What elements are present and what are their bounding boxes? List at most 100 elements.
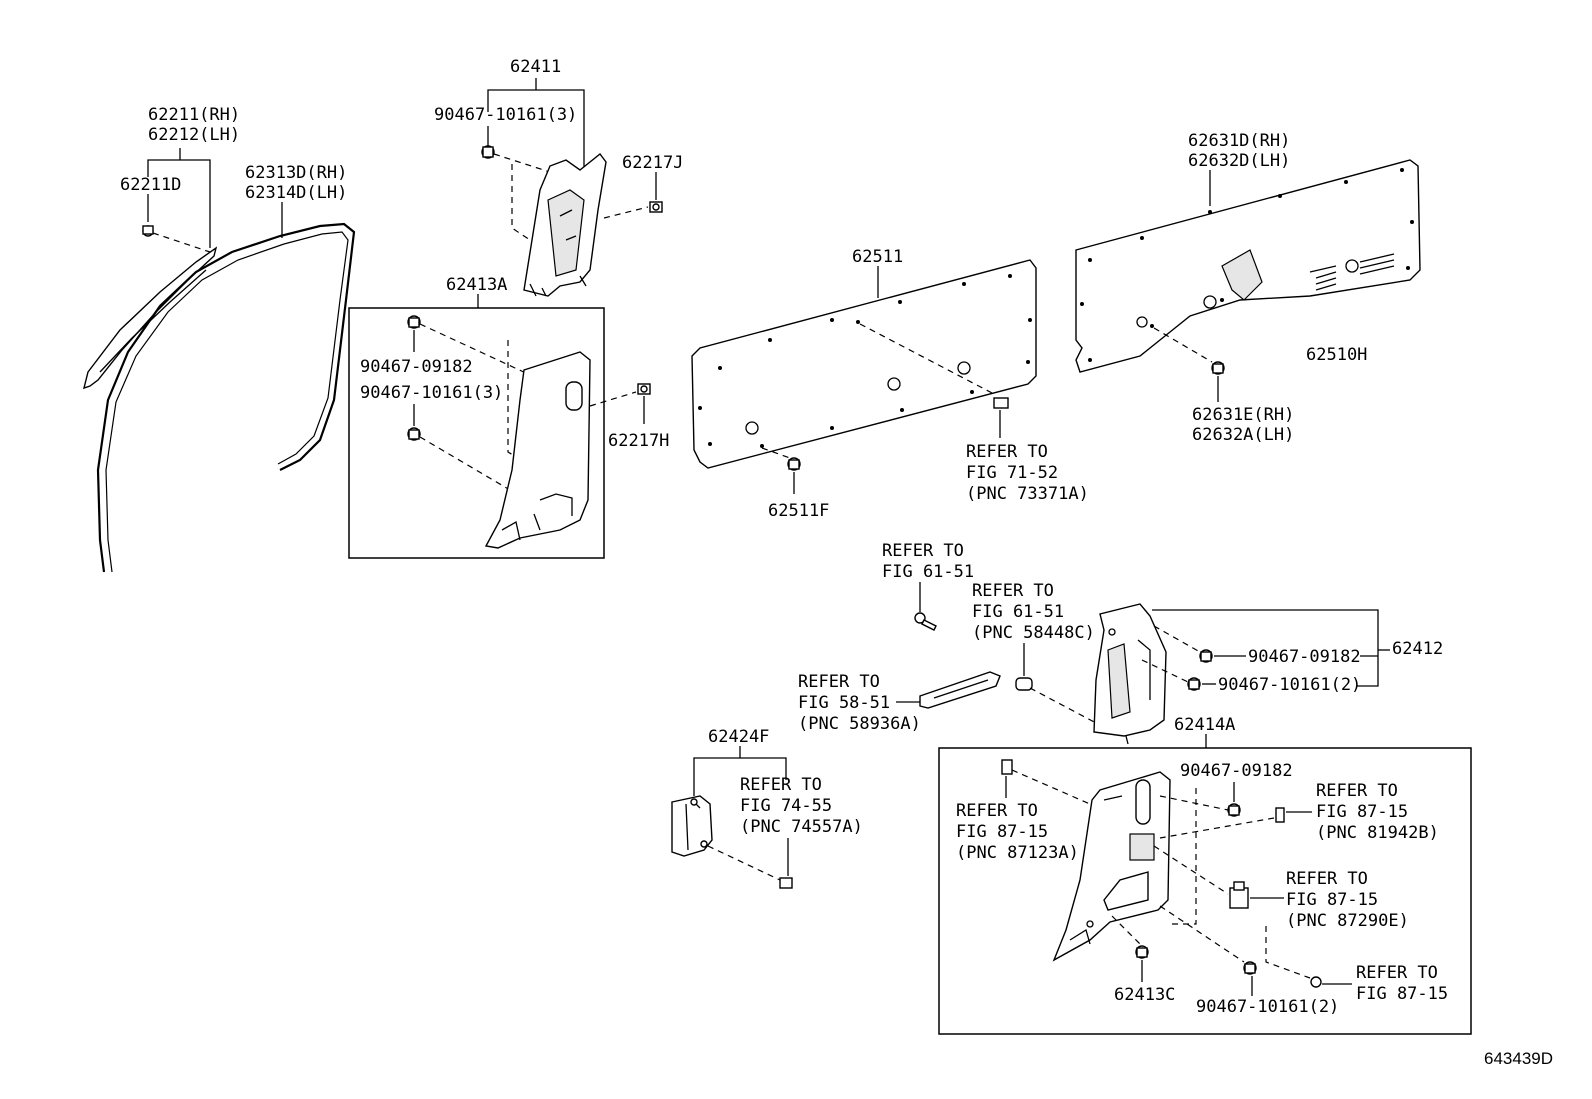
leader-dash — [707, 845, 781, 881]
bolt-6151[interactable] — [914, 612, 937, 631]
leader-dash — [603, 206, 649, 219]
ref-8715a-line2: FIG 87-15 — [956, 822, 1048, 842]
clip-62413C[interactable] — [1135, 945, 1149, 959]
leader-dash — [1153, 327, 1213, 363]
leader-dash — [1159, 905, 1245, 963]
leader-dash — [1172, 788, 1197, 925]
label-62411: 62411 — [510, 57, 561, 77]
ref-5851-line2: FIG 58-51 — [798, 693, 890, 713]
clip-90467-10161-2a[interactable] — [1187, 677, 1201, 691]
leader-dash — [1141, 659, 1189, 683]
leader-dash — [419, 436, 511, 491]
clip-62631E[interactable] — [1211, 361, 1225, 375]
leader-dash — [761, 447, 791, 459]
leader-dash — [1153, 845, 1229, 895]
leader-62412 — [1152, 609, 1379, 687]
door-opening-trim[interactable] — [96, 222, 356, 573]
side-panel-62511[interactable] — [691, 259, 1037, 469]
clip-90467-09182-a[interactable] — [407, 315, 421, 329]
plug-74557a[interactable] — [779, 877, 793, 889]
label-62211: 62211(RH) — [148, 105, 240, 125]
fastener-73371a[interactable] — [993, 397, 1009, 409]
ref-7152-line1: REFER TO — [966, 442, 1048, 462]
label-62511: 62511 — [852, 247, 903, 267]
label-90467-10161-2a: 90467-10161(2) — [1218, 675, 1361, 695]
label-90467-10161-3-top: 90467-10161(3) — [434, 105, 577, 125]
ref-8715d-line1: REFER TO — [1356, 963, 1438, 983]
ref-6151a-line2: FIG 61-51 — [882, 562, 974, 582]
label-62632D: 62632D(LH) — [1188, 151, 1290, 171]
leader-dash — [859, 323, 995, 395]
center-pillar-upper-garnish[interactable] — [523, 153, 607, 297]
ref-8715a-line1: REFER TO — [956, 801, 1038, 821]
inset-box-62414A — [938, 747, 1472, 1035]
clip-62511F[interactable] — [787, 457, 801, 471]
ref-8715c-line2: FIG 87-15 — [1286, 890, 1378, 910]
ref-7455-line3: (PNC 74557A) — [740, 817, 863, 837]
connector-87123a[interactable] — [1001, 759, 1013, 775]
ref-8715b-line1: REFER TO — [1316, 781, 1398, 801]
clip-62217H[interactable] — [637, 383, 651, 395]
leader-62411 — [487, 89, 585, 172]
label-90467-09182-b: 90467-09182 — [1248, 647, 1361, 667]
label-62314D: 62314D(LH) — [245, 183, 347, 203]
handle-58936a[interactable] — [919, 671, 1001, 709]
ref-8715a-line3: (PNC 87123A) — [956, 843, 1079, 863]
leader-dash — [1111, 915, 1141, 945]
ref-7152-line3: (PNC 73371A) — [966, 484, 1089, 504]
ref-8715d-line2: FIG 87-15 — [1356, 984, 1448, 1004]
label-62631D: 62631D(RH) — [1188, 131, 1290, 151]
center-pillar-lower-garnish[interactable] — [484, 351, 591, 549]
bushing-58448c[interactable] — [1015, 677, 1033, 691]
ref-8715b-line2: FIG 87-15 — [1316, 802, 1408, 822]
leader-dash — [1029, 687, 1099, 725]
label-62211D: 62211D — [120, 175, 181, 195]
label-90467-09182-a: 90467-09182 — [360, 357, 473, 377]
inset-box-62413A — [348, 307, 605, 559]
leader-dash — [1159, 817, 1275, 839]
clip-90467-09182-c[interactable] — [1227, 803, 1241, 817]
label-62414A: 62414A — [1174, 715, 1235, 735]
leader-dash — [1153, 625, 1201, 653]
clip-62217J[interactable] — [649, 201, 663, 213]
connector-81942b[interactable] — [1275, 807, 1285, 823]
clip-90467-top[interactable] — [481, 145, 495, 159]
quarter-lower-garnish[interactable] — [1052, 771, 1171, 962]
clip-90467-09182-b[interactable] — [1199, 649, 1213, 663]
ref-8715c-line3: (PNC 87290E) — [1286, 911, 1409, 931]
label-62511F: 62511F — [768, 501, 829, 521]
quarter-trim-panel[interactable] — [1075, 159, 1421, 373]
ref-7455-line1: REFER TO — [740, 775, 822, 795]
back-door-pillar-garnish[interactable] — [1093, 603, 1167, 745]
label-62413A: 62413A — [446, 275, 507, 295]
label-62212: 62212(LH) — [148, 125, 240, 145]
leader-62211 — [147, 159, 211, 248]
leader-dash — [493, 153, 557, 175]
diagram-id: 643439D — [1484, 1049, 1553, 1068]
label-62631E: 62631E(RH) — [1192, 405, 1294, 425]
clip-90467-10161-b[interactable] — [407, 427, 421, 441]
a-pillar-garnish[interactable] — [83, 246, 218, 390]
ref-8715b-line3: (PNC 81942B) — [1316, 823, 1439, 843]
label-90467-10161-3-mid: 90467-10161(3) — [360, 383, 503, 403]
ref-6151b-line1: REFER TO — [972, 581, 1054, 601]
ref-5851-line1: REFER TO — [798, 672, 880, 692]
clip-90467-10161-2b[interactable] — [1243, 961, 1257, 975]
leader-dash — [507, 340, 529, 465]
leader-dash — [1159, 795, 1229, 811]
label-90467-09182-c: 90467-09182 — [1180, 761, 1293, 781]
ref-8715c-line1: REFER TO — [1286, 869, 1368, 889]
leader-dash — [419, 323, 529, 375]
label-62632A: 62632A(LH) — [1192, 425, 1294, 445]
a-pillar-clip[interactable] — [142, 225, 154, 237]
label-62217J: 62217J — [622, 153, 683, 173]
leader-dash — [589, 391, 637, 407]
label-62510H: 62510H — [1306, 345, 1367, 365]
sensor-87290e[interactable] — [1229, 881, 1249, 909]
cover-62424f[interactable] — [671, 795, 713, 857]
label-62424F: 62424F — [708, 727, 769, 747]
screw-8715d[interactable] — [1310, 976, 1322, 988]
ref-6151b-line2: FIG 61-51 — [972, 602, 1064, 622]
label-62217H: 62217H — [608, 431, 669, 451]
